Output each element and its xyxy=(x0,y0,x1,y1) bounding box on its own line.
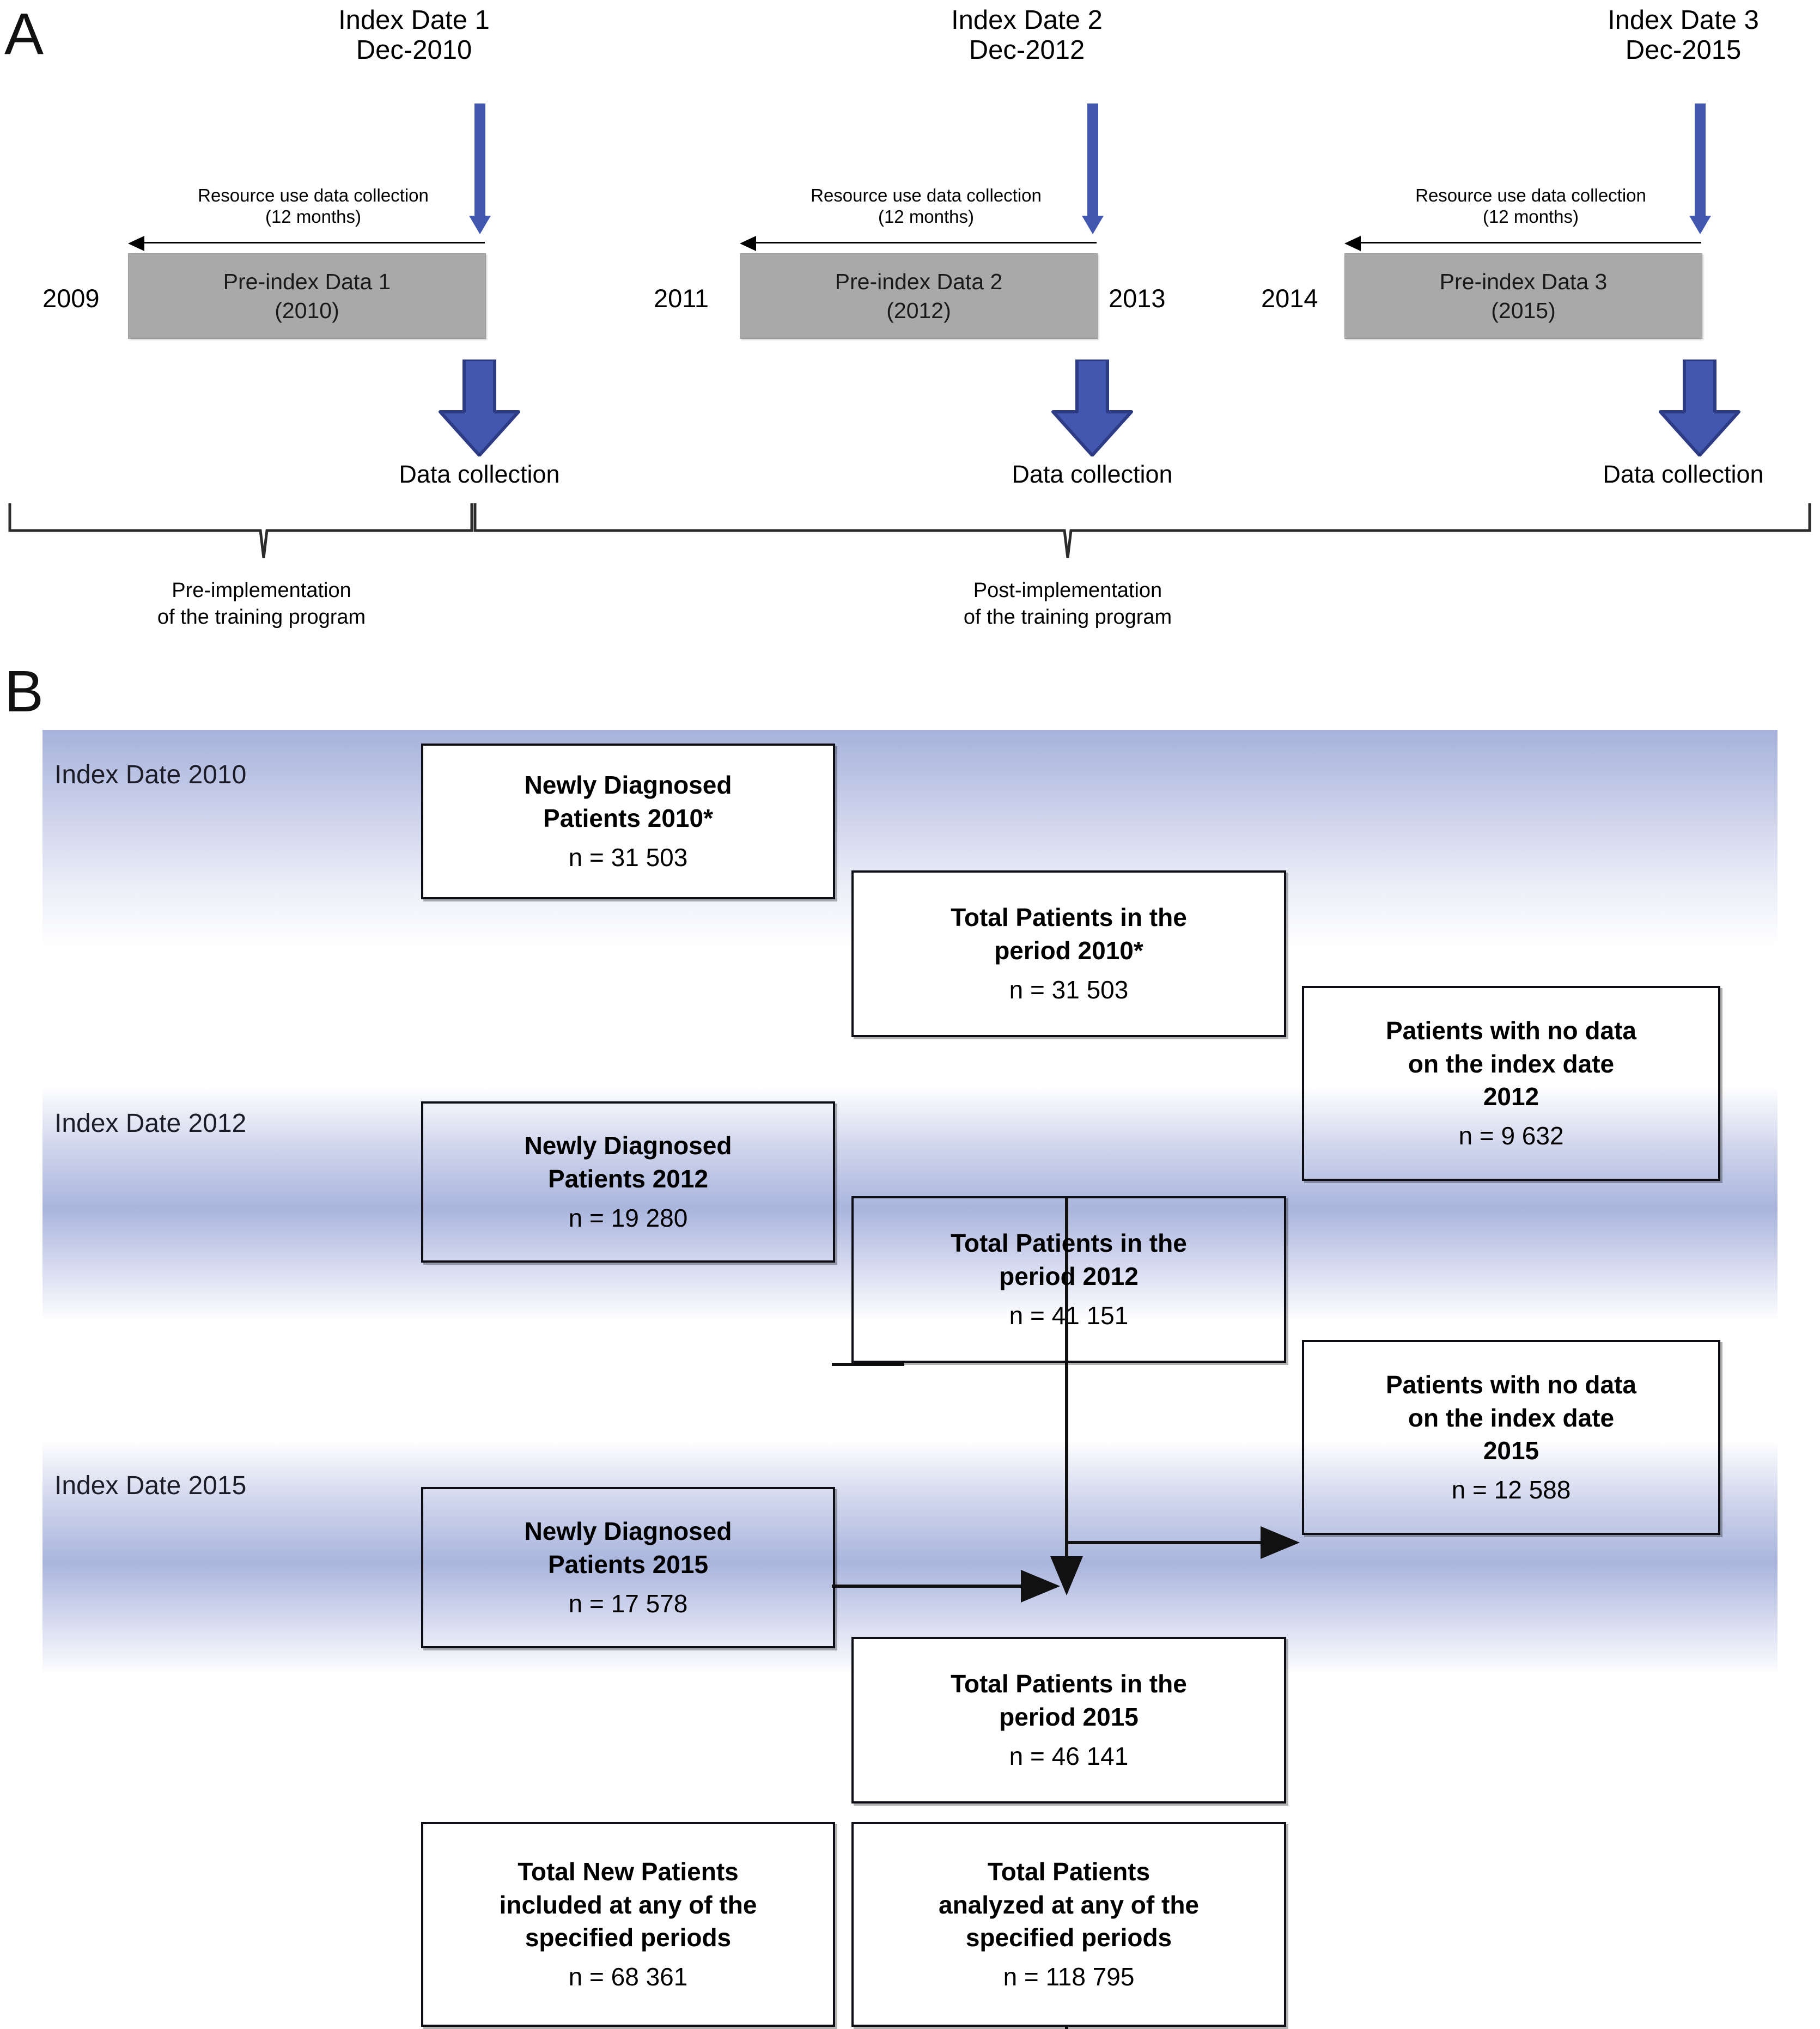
data-collection-label-3: Data collection xyxy=(1603,460,1764,488)
box-total-period-2015: Total Patients in the period 2015 n = 46… xyxy=(851,1637,1286,1803)
data-collection-arrow-2 xyxy=(1049,358,1136,457)
index-date-2-title: Index Date 2 Dec-2012 xyxy=(951,5,1103,65)
box-newly-diagnosed-2010-title: Newly Diagnosed Patients 2010* xyxy=(524,771,732,833)
index-date-3-title: Index Date 3 Dec-2015 xyxy=(1608,5,1759,65)
box-no-data-2012-title: Patients with no data on the index date … xyxy=(1385,1016,1637,1111)
index-date-1-title: Index Date 1 Dec-2010 xyxy=(338,5,490,65)
year-label-2014: 2014 xyxy=(1261,284,1318,313)
box-no-data-2012: Patients with no data on the index date … xyxy=(1302,986,1720,1181)
box-total-new-patients-all: Total New Patients included at any of th… xyxy=(421,1822,835,2027)
index-date-2-arrow xyxy=(1081,103,1105,237)
index-date-3-arrow xyxy=(1689,103,1713,237)
measure-arrow-1 xyxy=(128,235,485,252)
pre-index-box-2: Pre-index Data 2 (2012) xyxy=(740,253,1098,339)
year-label-2011: 2011 xyxy=(654,284,709,313)
box-newly-diagnosed-2015: Newly Diagnosed Patients 2015 n = 17 578 xyxy=(421,1487,835,1648)
box-newly-diagnosed-2012-n: n = 19 280 xyxy=(568,1203,688,1232)
box-total-new-patients-all-n: n = 68 361 xyxy=(568,1963,688,1991)
box-newly-diagnosed-2012-title: Newly Diagnosed Patients 2012 xyxy=(524,1131,732,1193)
panel-a-letter: A xyxy=(4,1,44,66)
box-newly-diagnosed-2010: Newly Diagnosed Patients 2010* n = 31 50… xyxy=(421,744,835,899)
box-no-data-2012-n: n = 9 632 xyxy=(1458,1122,1564,1150)
panel-b-letter: B xyxy=(4,658,44,724)
implementation-braces xyxy=(5,501,1817,561)
box-total-period-2010: Total Patients in the period 2010* n = 3… xyxy=(851,870,1286,1037)
measure-arrow-3 xyxy=(1344,235,1701,252)
pre-index-box-3-label: Pre-index Data 3 (2015) xyxy=(1439,269,1608,323)
resource-use-label-1: Resource use data collection (12 months) xyxy=(198,185,429,227)
box-total-period-2012-n: n = 41 151 xyxy=(1009,1301,1129,1330)
data-collection-arrow-1 xyxy=(436,358,523,457)
box-total-patients-analyzed-all: Total Patients analyzed at any of the sp… xyxy=(851,1822,1286,2027)
pre-index-box-1: Pre-index Data 1 (2010) xyxy=(128,253,486,339)
data-collection-label-2: Data collection xyxy=(1012,460,1173,488)
index-label-2012: Index Date 2012 xyxy=(54,1109,247,1138)
box-no-data-2015-title: Patients with no data on the index date … xyxy=(1385,1370,1637,1465)
box-total-period-2015-n: n = 46 141 xyxy=(1009,1741,1129,1770)
year-label-2009: 2009 xyxy=(42,284,100,313)
box-newly-diagnosed-2015-n: n = 17 578 xyxy=(568,1589,688,1618)
data-collection-arrow-3 xyxy=(1656,358,1743,457)
box-total-period-2012-title: Total Patients in the period 2012 xyxy=(951,1229,1187,1291)
pre-index-box-2-label: Pre-index Data 2 (2012) xyxy=(835,269,1003,323)
data-collection-label-1: Data collection xyxy=(399,460,560,488)
box-newly-diagnosed-2015-title: Newly Diagnosed Patients 2015 xyxy=(524,1517,732,1579)
box-total-period-2015-title: Total Patients in the period 2015 xyxy=(951,1669,1187,1732)
index-label-2015: Index Date 2015 xyxy=(54,1471,247,1500)
box-newly-diagnosed-2010-n: n = 31 503 xyxy=(568,843,688,872)
box-no-data-2015: Patients with no data on the index date … xyxy=(1302,1340,1720,1535)
box-total-period-2012: Total Patients in the period 2012 n = 41… xyxy=(851,1196,1286,1363)
index-date-1-arrow xyxy=(468,103,492,237)
box-total-patients-analyzed-all-n: n = 118 795 xyxy=(1003,1963,1135,1991)
box-no-data-2015-n: n = 12 588 xyxy=(1451,1476,1571,1504)
box-total-period-2010-title: Total Patients in the period 2010* xyxy=(951,903,1187,965)
post-implementation-label: Post-implementation of the training prog… xyxy=(963,579,1172,629)
pre-implementation-label: Pre-implementation of the training progr… xyxy=(157,579,366,629)
index-band-2015 xyxy=(42,1441,1778,1675)
pre-index-box-1-label: Pre-index Data 1 (2010) xyxy=(223,269,391,323)
box-newly-diagnosed-2012: Newly Diagnosed Patients 2012 n = 19 280 xyxy=(421,1101,835,1263)
box-total-new-patients-all-title: Total New Patients included at any of th… xyxy=(499,1857,757,1952)
index-label-2010: Index Date 2010 xyxy=(54,760,247,789)
resource-use-label-3: Resource use data collection (12 months) xyxy=(1415,185,1646,227)
measure-arrow-2 xyxy=(740,235,1097,252)
pre-index-box-3: Pre-index Data 3 (2015) xyxy=(1344,253,1702,339)
box-total-period-2010-n: n = 31 503 xyxy=(1009,975,1129,1004)
box-total-patients-analyzed-all-title: Total Patients analyzed at any of the sp… xyxy=(938,1857,1199,1952)
year-label-2013: 2013 xyxy=(1109,284,1166,313)
index-band-2012 xyxy=(42,1087,1778,1321)
resource-use-label-2: Resource use data collection (12 months) xyxy=(811,185,1042,227)
